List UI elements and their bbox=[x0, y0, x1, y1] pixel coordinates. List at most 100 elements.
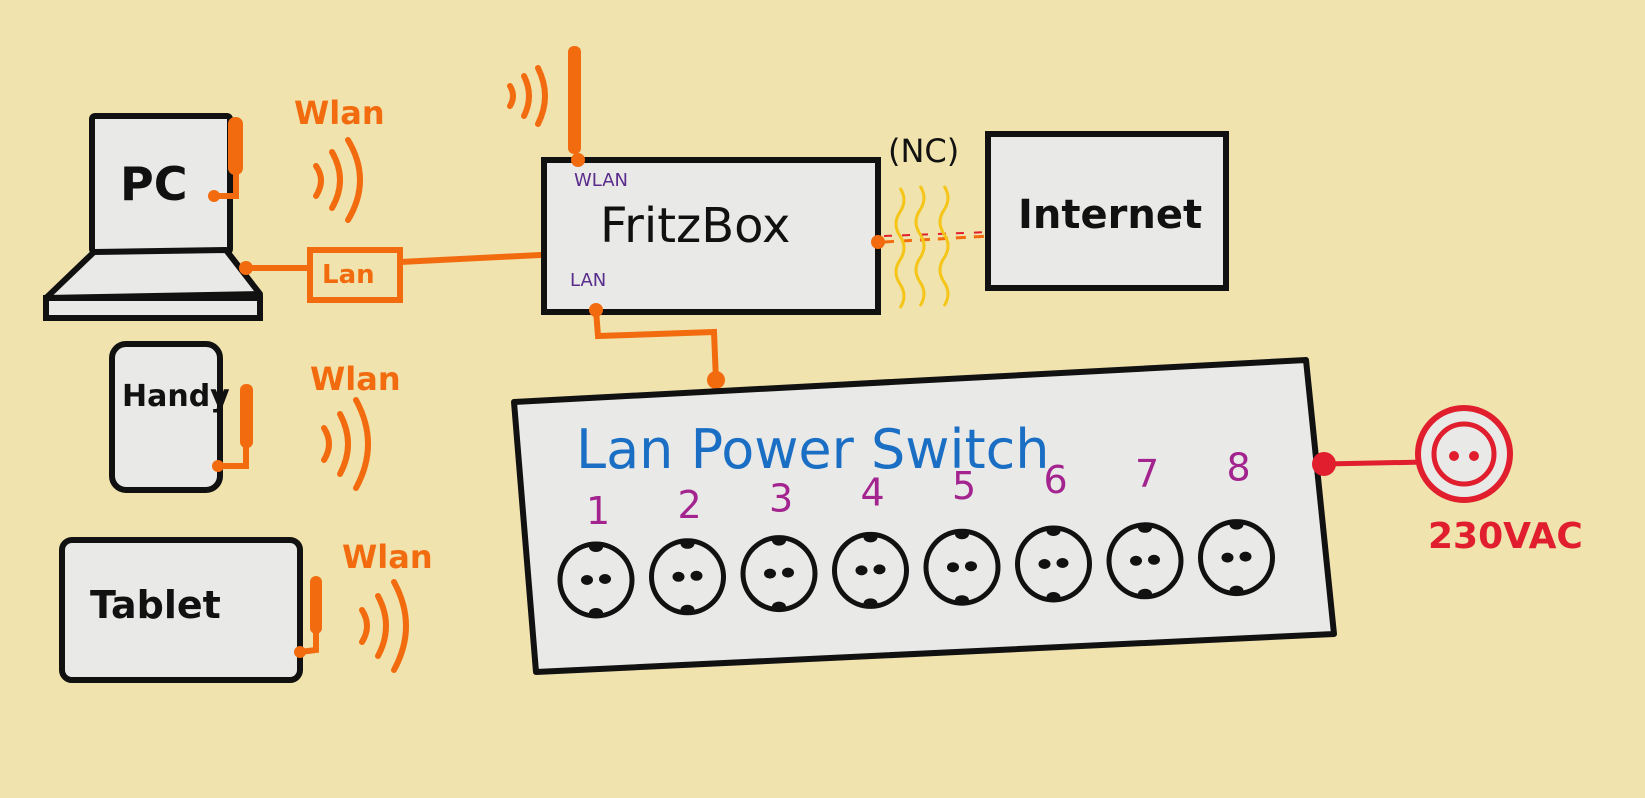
socket-8: 8 bbox=[1198, 446, 1275, 597]
socket-outlet-icon bbox=[923, 528, 1001, 606]
socket-5: 5 bbox=[923, 464, 1001, 606]
socket-outlet-icon bbox=[557, 541, 635, 619]
power-label: 230VAC bbox=[1428, 516, 1583, 557]
fritzbox-label: FritzBox bbox=[600, 198, 790, 254]
wlan-label-tablet: Wlan bbox=[342, 538, 433, 576]
fritzbox-lan-port-label: LAN bbox=[570, 270, 606, 291]
socket-outlet-icon bbox=[649, 538, 726, 616]
socket-pin-hole bbox=[764, 568, 776, 579]
socket-pin-hole bbox=[1056, 558, 1069, 568]
socket-ground-clip bbox=[680, 538, 695, 549]
socket-pin-hole bbox=[581, 575, 593, 585]
socket-pin-hole bbox=[1038, 559, 1051, 569]
socket-pin-hole bbox=[965, 561, 977, 572]
fritzbox-wlan-port-label: WLAN bbox=[574, 170, 628, 191]
tablet-antenna-icon bbox=[310, 576, 322, 634]
pc-device: PC bbox=[43, 113, 263, 321]
pc-antenna-lead bbox=[214, 172, 239, 199]
socket-number-7: 7 bbox=[1135, 452, 1159, 496]
pc-label: PC bbox=[120, 157, 187, 211]
socket-number-8: 8 bbox=[1227, 446, 1251, 490]
socket-pin-hole bbox=[782, 567, 794, 578]
socket-ground-clip bbox=[772, 601, 786, 612]
socket-pin-hole bbox=[873, 564, 886, 575]
socket-ground-clip bbox=[955, 595, 969, 606]
switch-title: Lan Power Switch bbox=[576, 418, 1050, 481]
fritzbox-antenna-icon bbox=[568, 46, 581, 154]
socket-ground-clip bbox=[589, 542, 603, 552]
socket-ground-clip bbox=[863, 532, 878, 543]
pc-keyboard-base bbox=[43, 247, 263, 301]
lan-cable: Lan bbox=[239, 244, 570, 303]
pc-keyboard-edge bbox=[43, 295, 263, 321]
power-cable bbox=[1323, 459, 1427, 467]
socket-ground-clip bbox=[1046, 526, 1061, 536]
socket-2: 2 bbox=[649, 483, 726, 616]
handy-antenna-lead bbox=[218, 446, 249, 469]
socket-ground-clip bbox=[955, 529, 969, 540]
internet-box bbox=[985, 131, 1229, 291]
lan-power-switch: Lan Power Switch 1 2 3 4 5 6 7 8 bbox=[511, 357, 1337, 675]
lan-cable-label: Lan bbox=[322, 260, 375, 290]
socket-pin-hole bbox=[1221, 552, 1234, 563]
tablet-body bbox=[59, 537, 303, 683]
socket-number-2: 2 bbox=[678, 483, 702, 527]
socket-outlet-icon bbox=[1015, 525, 1092, 603]
socket-3: 3 bbox=[740, 477, 818, 613]
fritzbox-wifi-waves-icon bbox=[507, 65, 548, 127]
socket-pin-hole bbox=[599, 574, 611, 584]
socket-pin-hole bbox=[1239, 551, 1252, 562]
socket-ground-clip bbox=[1138, 522, 1152, 533]
switch-sockets: 1 2 3 4 5 6 7 8 bbox=[557, 446, 1275, 619]
socket-ground-clip bbox=[1229, 519, 1244, 530]
socket-pin-hole bbox=[947, 562, 959, 573]
socket-pin-hole bbox=[855, 565, 868, 576]
socket-number-5: 5 bbox=[952, 464, 976, 508]
pc-antenna-icon bbox=[228, 117, 243, 175]
socket-6: 6 bbox=[1015, 458, 1092, 603]
fritzbox-router: FritzBox WLAN LAN bbox=[507, 46, 885, 315]
socket-ground-clip bbox=[772, 535, 786, 546]
socket-ground-clip bbox=[680, 604, 695, 615]
socket-number-4: 4 bbox=[861, 470, 885, 514]
fritzbox-body bbox=[541, 157, 881, 315]
wlan-label-handy: Wlan bbox=[310, 360, 401, 398]
socket-pin-hole bbox=[1130, 555, 1142, 566]
handy-body bbox=[109, 341, 223, 493]
interference-icon bbox=[894, 185, 950, 309]
socket-outlet-icon bbox=[1198, 519, 1275, 597]
socket-ground-clip bbox=[1138, 588, 1152, 599]
socket-outlet-icon bbox=[832, 531, 909, 609]
socket-ground-clip bbox=[1046, 592, 1061, 602]
socket-number-1: 1 bbox=[586, 489, 610, 533]
switch-body bbox=[511, 357, 1337, 675]
socket-ground-clip bbox=[863, 598, 878, 609]
lan-cable-to-switch bbox=[593, 309, 719, 381]
handy-antenna-port bbox=[212, 460, 224, 472]
socket-7: 7 bbox=[1106, 452, 1184, 600]
wifi-waves-pc-icon bbox=[313, 137, 363, 223]
internet-connection: (NC) Internet bbox=[883, 131, 1229, 309]
socket-pin-hole bbox=[690, 570, 703, 581]
socket-pin-hole bbox=[1148, 554, 1160, 565]
socket-1: 1 bbox=[557, 489, 635, 619]
tablet-antenna-port bbox=[294, 646, 306, 658]
socket-4: 4 bbox=[832, 470, 909, 609]
socket-pin-hole bbox=[672, 571, 685, 582]
socket-number-3: 3 bbox=[769, 477, 793, 521]
handy-antenna-icon bbox=[240, 384, 253, 448]
socket-ground-clip bbox=[589, 608, 603, 618]
socket-outlet-icon bbox=[740, 535, 818, 613]
wifi-waves-tablet-icon bbox=[359, 579, 409, 673]
tablet-device: Tablet bbox=[59, 537, 322, 683]
pc-antenna-port bbox=[208, 190, 220, 202]
wifi-waves-handy-icon bbox=[321, 397, 371, 491]
internet-nc-note: (NC) bbox=[888, 132, 959, 170]
handy-label: Handy bbox=[122, 379, 230, 414]
power-supply: 230VAC bbox=[1323, 405, 1583, 557]
internet-label: Internet bbox=[1018, 192, 1202, 238]
socket-number-6: 6 bbox=[1044, 458, 1068, 502]
wlan-label-pc: Wlan bbox=[294, 94, 385, 132]
socket-ground-clip bbox=[1229, 585, 1244, 596]
